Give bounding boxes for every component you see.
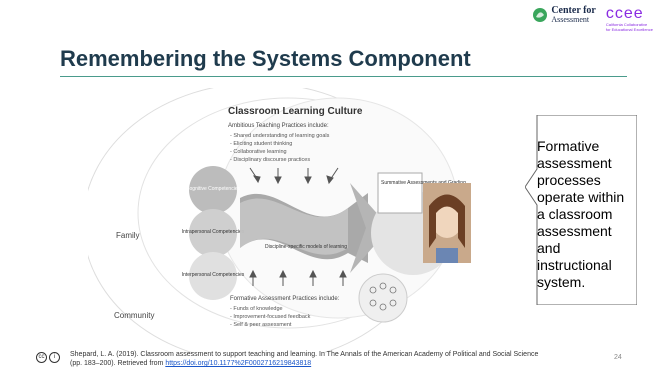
competency-intrapersonal: Intrapersonal Competencies xyxy=(182,229,245,235)
citation-link[interactable]: https://doi.org/10.1177%2F00027162198438… xyxy=(165,360,312,367)
group-circle xyxy=(358,273,408,323)
cfa-line2: Assessment xyxy=(551,15,590,24)
ambitious-item-4: - Disciplinary discourse practices xyxy=(230,157,310,163)
callout-line: operate within xyxy=(537,189,625,205)
formative-heading: Formative Assessment Practices include: xyxy=(230,296,340,302)
license-icons: cc i xyxy=(36,352,60,363)
callout-box xyxy=(525,115,637,305)
ccee-sub2: for Educational Excellence xyxy=(605,27,653,32)
ambitious-item-2: - Eliciting student thinking xyxy=(230,141,292,147)
ccee-mark: ccee xyxy=(605,5,644,22)
cfa-line1: Center for xyxy=(551,5,596,16)
learning-ribbon-back xyxy=(240,198,348,255)
ambitious-item-3: - Collaborative learning xyxy=(230,149,287,155)
figure-heading: Classroom Learning Culture xyxy=(228,106,363,117)
callout-line: processes xyxy=(537,172,601,188)
callout-line: system. xyxy=(537,274,586,290)
ccee-logo: ccee California Collaborative for Educat… xyxy=(605,5,653,33)
summative-box xyxy=(377,172,423,214)
interpersonal-circle xyxy=(189,252,237,300)
title-divider xyxy=(60,76,627,77)
student-photo xyxy=(423,183,471,263)
competency-cognitive: Cognitive Competencies xyxy=(186,186,241,192)
callout-line: assessment xyxy=(537,223,612,239)
formative-item-2: - Improvement-focused feedback xyxy=(230,314,311,320)
citation-text: Shepard, L. A. (2019). Classroom assessm… xyxy=(70,351,539,367)
down-arrows xyxy=(249,167,339,185)
formative-item-1: - Funds of knowledge xyxy=(230,306,283,312)
ambitious-item-1: - Shared understanding of learning goals xyxy=(230,133,330,139)
cfa-leaf-icon xyxy=(533,8,548,22)
cognitive-circle xyxy=(189,166,237,214)
family-label: Family xyxy=(116,231,140,240)
header-logos: Center for Assessment ccee California Co… xyxy=(532,6,653,32)
up-arrows xyxy=(249,269,347,286)
center-for-assessment-logo: Center for Assessment xyxy=(532,6,596,24)
intrapersonal-circle xyxy=(189,209,237,257)
attribution-icon: i xyxy=(49,352,60,363)
callout-line: a classroom xyxy=(537,206,613,222)
slide-number: 24 xyxy=(614,354,622,361)
group-figures-icon xyxy=(369,282,397,311)
community-label: Community xyxy=(114,311,154,320)
callout-line: instructional xyxy=(537,257,612,273)
slide-title: Remembering the Systems Component xyxy=(60,46,471,71)
formative-item-3: - Self & peer assessment xyxy=(230,322,292,328)
cc-icon: cc xyxy=(36,352,47,363)
callout-line: and xyxy=(537,240,561,256)
chevron-arrow xyxy=(350,183,390,273)
competency-interpersonal: Interpersonal Competencies xyxy=(182,272,245,278)
callout-text: Formative assessment processes operate w… xyxy=(537,138,637,291)
callout-line: assessment xyxy=(537,155,612,171)
callout-line: Formative xyxy=(537,138,600,154)
citation: Shepard, L. A. (2019). Classroom assessm… xyxy=(70,350,540,368)
ambitious-heading: Ambitious Teaching Practices include: xyxy=(228,123,329,129)
discipline-label: Discipline-specific models of learning xyxy=(265,244,347,250)
ccee-sub1: California Collaborative xyxy=(605,22,648,27)
classroom-assessment-diagram: Classroom Learning Culture Ambitious Tea… xyxy=(88,88,471,353)
